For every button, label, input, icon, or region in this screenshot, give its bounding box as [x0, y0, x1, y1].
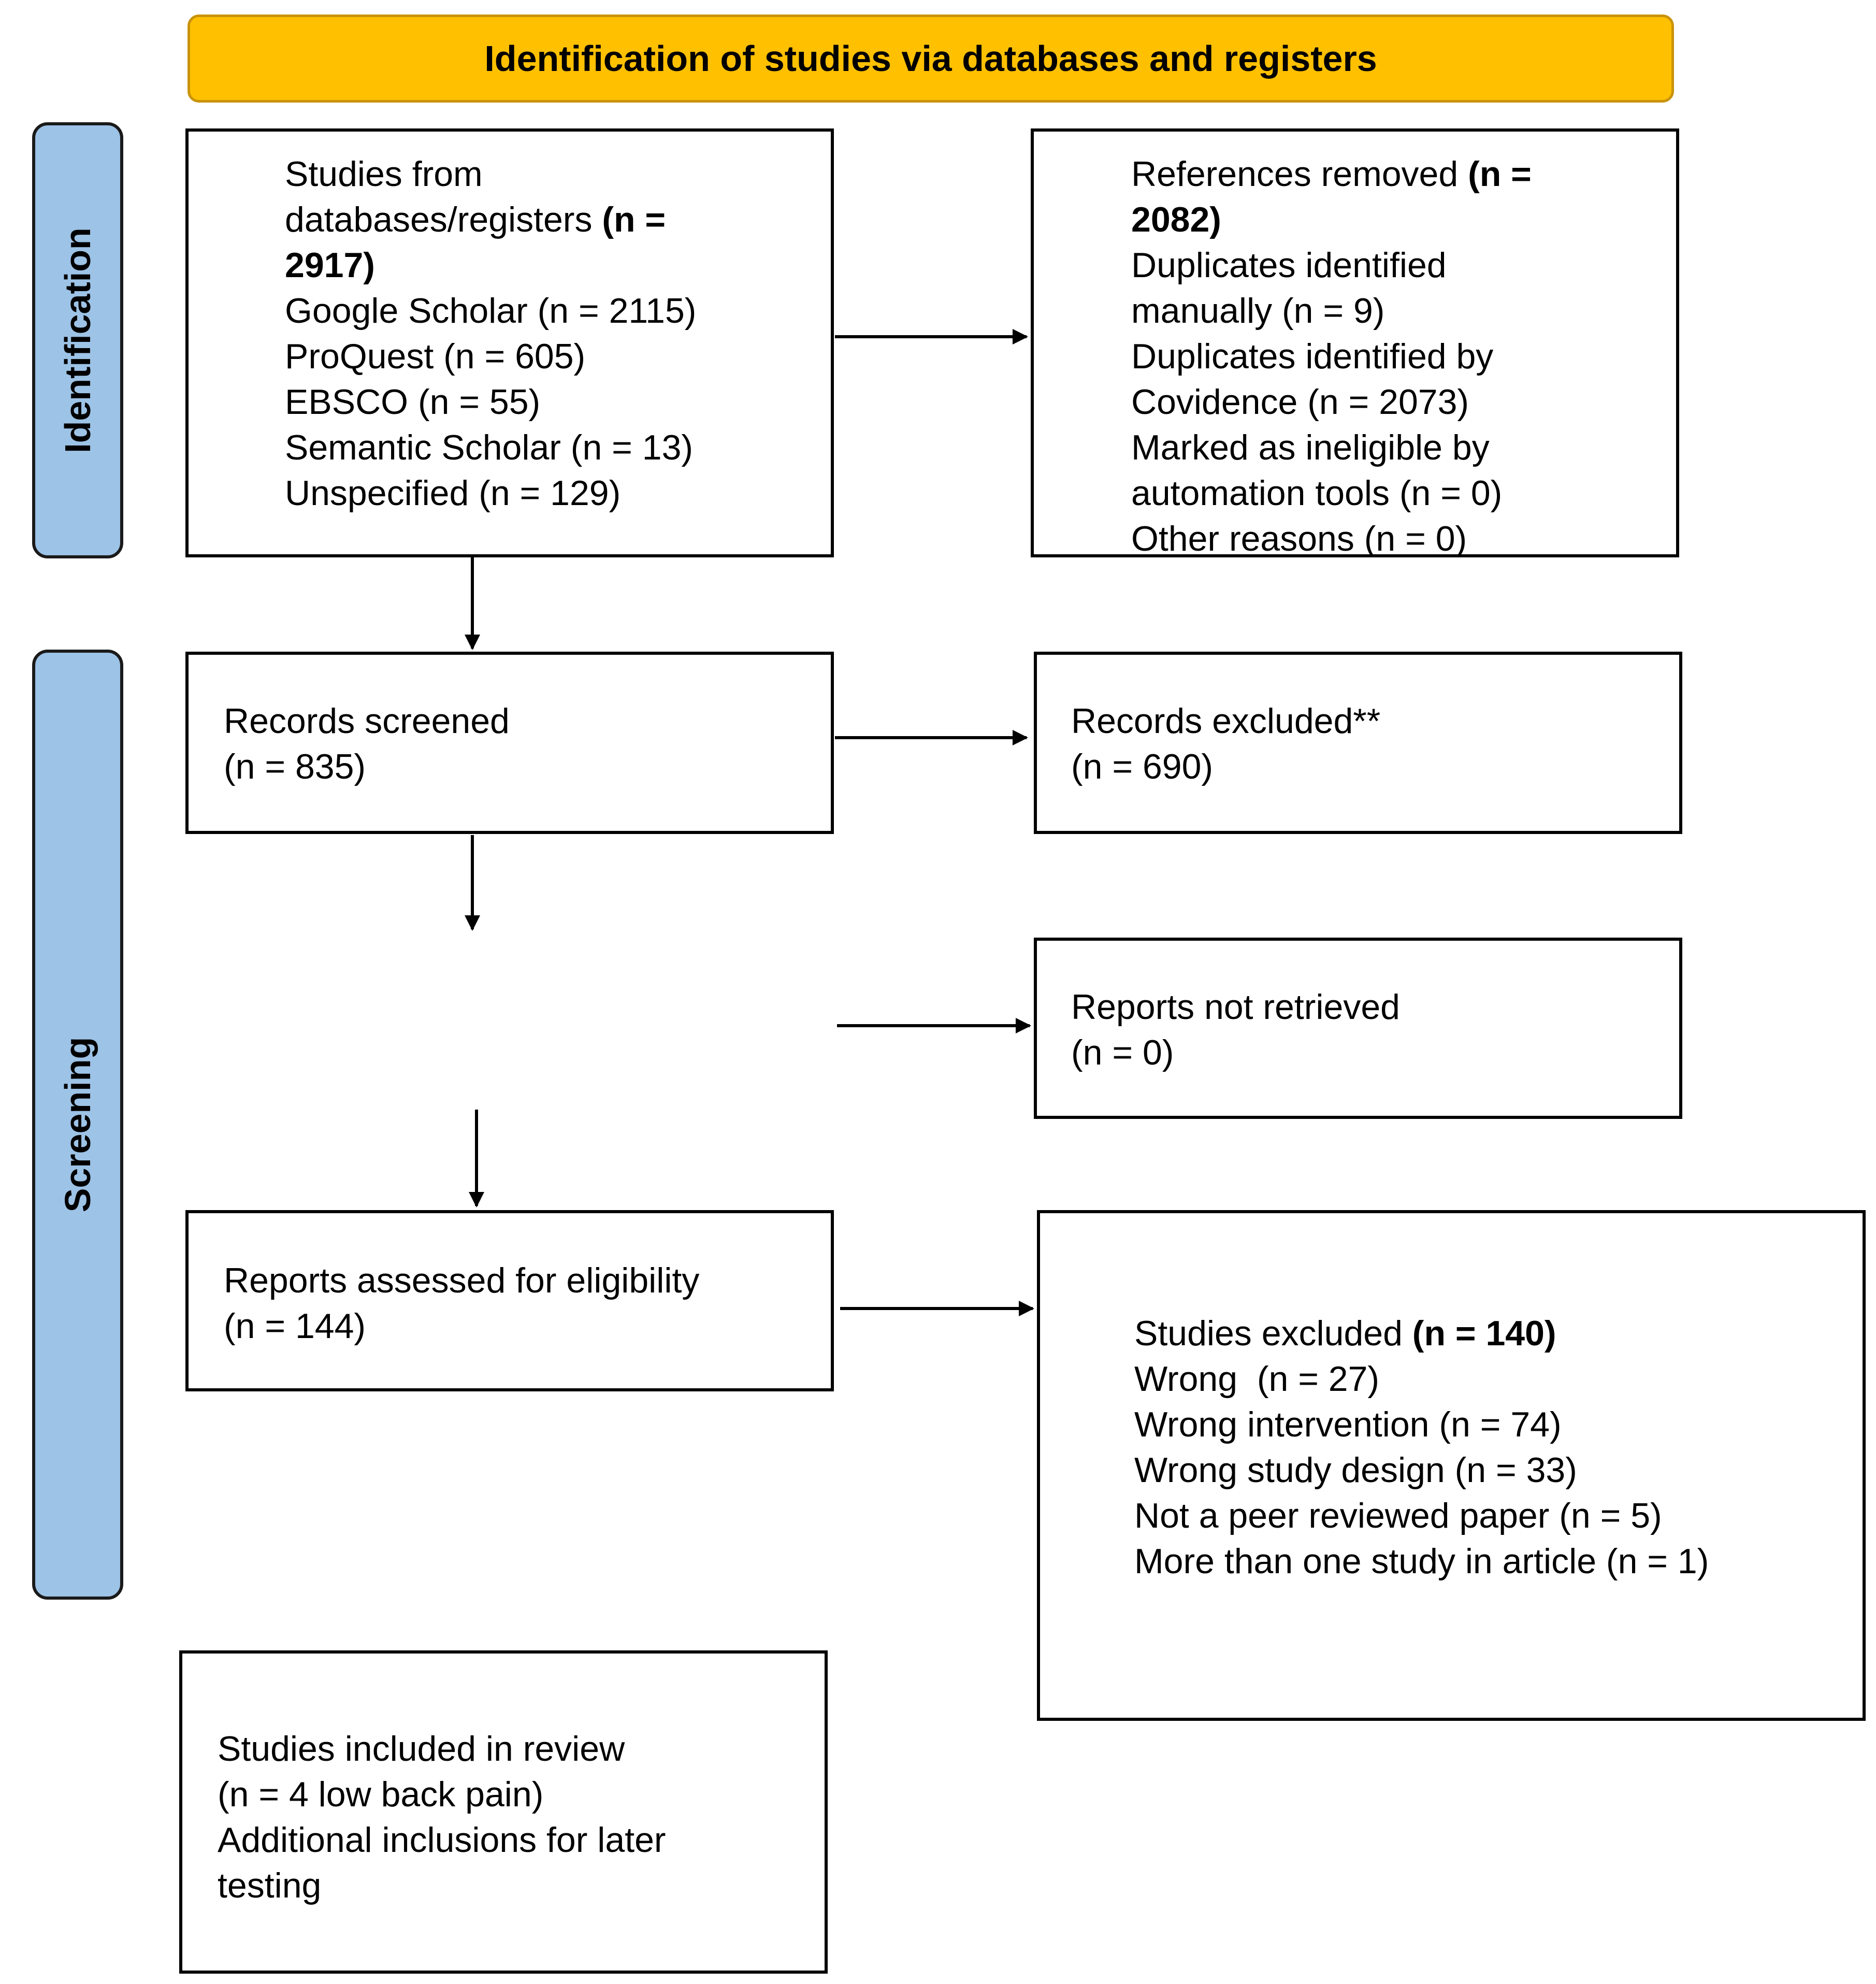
- box-line: Google Scholar (n = 2115): [285, 288, 696, 334]
- line-text: Wrong (n = 27): [1134, 1359, 1380, 1399]
- box-line: EBSCO (n = 55): [285, 379, 696, 425]
- box-line: Studies from: [285, 151, 696, 197]
- line-text: Unspecified (n = 129): [285, 473, 621, 513]
- line-text: Semantic Scholar (n = 13): [285, 428, 694, 467]
- box-line: Unspecified (n = 129): [285, 470, 696, 516]
- line-text: (n = 4 low back pain): [218, 1775, 544, 1814]
- reports-not-retrieved-box: Reports not retrieved (n = 0): [1034, 938, 1682, 1119]
- line-text: (n = 0): [1071, 1033, 1174, 1072]
- box-line: Duplicates identified: [1131, 242, 1532, 288]
- box-line: (n = 4 low back pain): [218, 1772, 666, 1817]
- line-text: Wrong study design (n = 33): [1134, 1450, 1577, 1490]
- line-bold-count: 2082): [1131, 200, 1221, 239]
- box-line: Duplicates identified by: [1131, 334, 1532, 379]
- line-text: (n = 835): [224, 747, 366, 786]
- records-excluded-box-text: Records excluded** (n = 690): [1071, 698, 1380, 789]
- line-text: automation tools (n = 0): [1131, 473, 1503, 513]
- line-text: Wrong intervention (n = 74): [1134, 1405, 1562, 1444]
- line-text: More than one study in article (n = 1): [1134, 1542, 1709, 1581]
- line-text: Not a peer reviewed paper (n = 5): [1134, 1496, 1662, 1535]
- reports-not-retrieved-box-text: Reports not retrieved (n = 0): [1071, 984, 1400, 1075]
- box-line: Wrong (n = 27): [1134, 1356, 1709, 1402]
- line-text: manually (n = 9): [1131, 291, 1385, 330]
- records-excluded-box: Records excluded** (n = 690): [1034, 652, 1682, 834]
- references-removed-box: References removed (n =2082)Duplicates i…: [1031, 128, 1679, 557]
- line-bold-count: (n = 140): [1412, 1314, 1556, 1353]
- line-text: databases/registers: [285, 200, 602, 239]
- box-line: 2917): [285, 242, 696, 288]
- references-removed-box-text: References removed (n =2082)Duplicates i…: [1131, 151, 1532, 557]
- line-text: Marked as ineligible by: [1131, 428, 1490, 467]
- box-line: manually (n = 9): [1131, 288, 1532, 334]
- line-text: Studies excluded: [1134, 1314, 1412, 1353]
- box-line: (n = 0): [1071, 1030, 1400, 1075]
- box-line: (n = 144): [224, 1303, 699, 1349]
- box-line: Marked as ineligible by: [1131, 425, 1532, 470]
- line-bold-count: (n =: [602, 200, 666, 239]
- box-line: More than one study in article (n = 1): [1134, 1539, 1709, 1584]
- stage-label-identification: Identification: [32, 122, 123, 558]
- studies-included-box: Studies included in review (n = 4 low bac…: [179, 1650, 828, 1974]
- line-text: (n = 690): [1071, 747, 1214, 786]
- header-banner: Identification of studies via databases …: [187, 15, 1674, 103]
- line-text: Reports assessed for eligibility: [224, 1261, 700, 1300]
- box-line: ProQuest (n = 605): [285, 334, 696, 379]
- line-text: ProQuest (n = 605): [285, 337, 586, 376]
- line-text: Additional inclusions for later: [218, 1820, 666, 1860]
- box-line: Other reasons (n = 0): [1131, 516, 1532, 557]
- box-line: Wrong study design (n = 33): [1134, 1447, 1709, 1493]
- stage-label-screening: Screening: [32, 650, 123, 1600]
- box-line: Studies excluded (n = 140): [1134, 1311, 1709, 1356]
- line-bold-count: (n =: [1468, 154, 1532, 194]
- box-line: testing: [218, 1863, 666, 1908]
- box-line: (n = 690): [1071, 744, 1380, 789]
- line-text: Duplicates identified by: [1131, 337, 1494, 376]
- line-text: EBSCO (n = 55): [285, 382, 541, 422]
- box-line: Semantic Scholar (n = 13): [285, 425, 696, 470]
- box-line: 2082): [1131, 197, 1532, 242]
- reports-assessed-box: Reports assessed for eligibility (n = 144…: [185, 1210, 834, 1391]
- box-line: Reports assessed for eligibility: [224, 1258, 699, 1303]
- line-text: Studies included in review: [218, 1729, 625, 1769]
- box-line: Records screened: [224, 698, 510, 744]
- box-line: Additional inclusions for later: [218, 1817, 666, 1863]
- line-text: Duplicates identified: [1131, 246, 1447, 285]
- line-text: Records screened: [224, 701, 510, 741]
- line-text: Studies from: [285, 154, 483, 194]
- line-text: Google Scholar (n = 2115): [285, 291, 697, 330]
- studies-excluded-box: Studies excluded (n = 140)Wrong (n = 27)…: [1037, 1210, 1866, 1721]
- reports-assessed-box-text: Reports assessed for eligibility (n = 144…: [224, 1258, 699, 1349]
- box-line: References removed (n =: [1131, 151, 1532, 197]
- box-line: Reports not retrieved: [1071, 984, 1400, 1030]
- line-text: Other reasons (n = 0): [1131, 519, 1467, 557]
- line-text: testing: [218, 1866, 322, 1905]
- records-screened-box: Records screened (n = 835): [185, 652, 834, 834]
- studies-included-box-text: Studies included in review (n = 4 low bac…: [218, 1726, 666, 1908]
- line-text: Records excluded**: [1071, 701, 1381, 741]
- studies-excluded-box-text: Studies excluded (n = 140)Wrong (n = 27)…: [1134, 1311, 1709, 1584]
- box-line: Studies included in review: [218, 1726, 666, 1772]
- box-line: Wrong intervention (n = 74): [1134, 1402, 1709, 1447]
- line-text: References removed: [1131, 154, 1468, 194]
- header-title: Identification of studies via databases …: [484, 38, 1377, 79]
- line-text: Reports not retrieved: [1071, 987, 1400, 1027]
- records-screened-box-text: Records screened (n = 835): [224, 698, 510, 789]
- line-bold-count: 2917): [285, 246, 375, 285]
- line-text: Covidence (n = 2073): [1131, 382, 1469, 422]
- box-line: Records excluded**: [1071, 698, 1380, 744]
- box-line: Not a peer reviewed paper (n = 5): [1134, 1493, 1709, 1539]
- box-line: automation tools (n = 0): [1131, 470, 1532, 516]
- box-line: Covidence (n = 2073): [1131, 379, 1532, 425]
- line-text: (n = 144): [224, 1306, 366, 1346]
- box-line: (n = 835): [224, 744, 510, 789]
- box-line: databases/registers (n =: [285, 197, 696, 242]
